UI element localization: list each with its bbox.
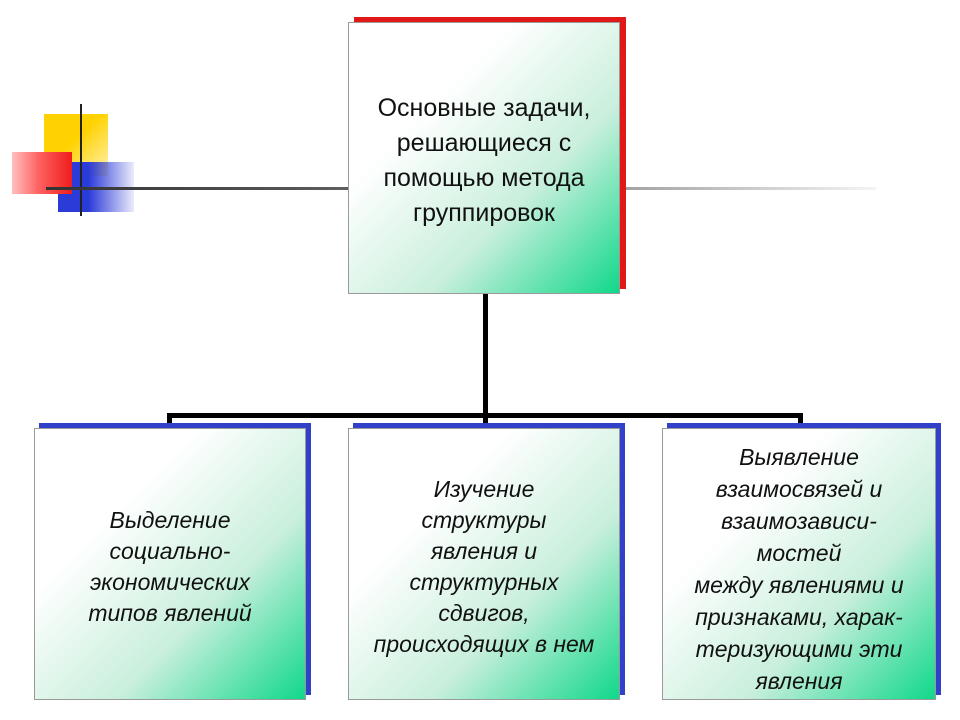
child-3-line: Выявление — [739, 444, 859, 470]
child-3-line: теризующими эти — [695, 636, 903, 662]
child-box-2: Изучение структуры явления и структурных… — [348, 428, 620, 700]
child-2-line: происходящих в нем — [373, 631, 595, 657]
child-2-text: Изучение структуры явления и структурных… — [374, 474, 595, 660]
connector-to-child-2 — [483, 413, 488, 429]
connector-root-down — [483, 294, 488, 416]
child-2-line: структурных — [409, 569, 559, 595]
child-2-line: явления и — [430, 538, 538, 564]
child-1-line: Выделение — [109, 507, 231, 533]
child-3-text: Выявление взаимосвязей и взаимозависи- м… — [694, 441, 903, 697]
child-1-line: типов явлений — [88, 600, 252, 626]
child-3-line: мостей — [756, 540, 842, 566]
root-line: решающиеся с — [396, 129, 572, 157]
root-line: помощью метода — [383, 164, 585, 192]
child-2-line: структуры — [421, 507, 547, 533]
child-3-line: взаимозависи- — [721, 508, 877, 534]
root-line: группировок — [413, 199, 555, 227]
root-text: Основные задачи, решающиеся с помощью ме… — [378, 91, 591, 231]
child-3-line: явления — [755, 668, 843, 694]
child-box-3: Выявление взаимосвязей и взаимозависи- м… — [662, 428, 936, 700]
connector-to-child-1 — [167, 413, 172, 429]
child-1-line: экономических — [89, 569, 251, 595]
child-box-1: Выделение социально- экономических типов… — [34, 428, 306, 700]
child-1-line: социально- — [109, 538, 231, 564]
decor-vertical-line — [80, 104, 82, 216]
child-1-text: Выделение социально- экономических типов… — [88, 505, 251, 629]
child-2-line: Изучение — [433, 476, 535, 502]
child-3-line: признаками, харак- — [695, 604, 903, 630]
root-line: Основные задачи, — [377, 94, 591, 122]
child-3-line: между явлениями и — [694, 572, 904, 598]
child-3-line: взаимосвязей и — [715, 476, 883, 502]
root-box: Основные задачи, решающиеся с помощью ме… — [348, 22, 620, 294]
connector-to-child-3 — [798, 413, 803, 429]
child-2-line: сдвигов, — [438, 600, 530, 626]
